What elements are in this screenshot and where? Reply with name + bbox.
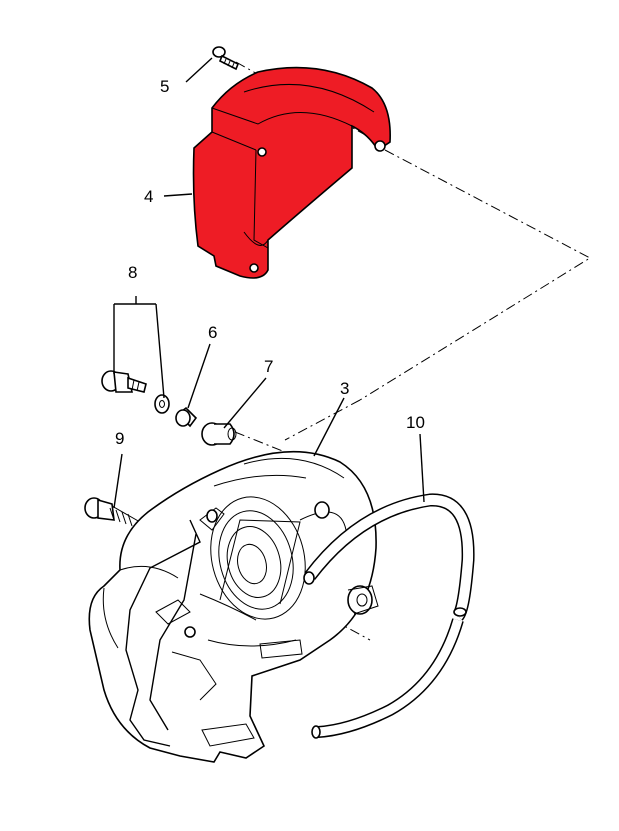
callout-6: 6 <box>208 323 217 342</box>
cover-part-4[interactable] <box>192 66 391 279</box>
callout-3: 3 <box>340 379 349 398</box>
callout-10: 10 <box>406 413 425 432</box>
callout-4: 4 <box>144 187 153 206</box>
screw-part-5[interactable] <box>212 46 240 71</box>
hose-part-10[interactable] <box>303 493 475 739</box>
callout-labels: 5 4 8 6 7 3 9 10 <box>115 77 425 448</box>
bolt-part-8[interactable] <box>101 370 147 393</box>
leader-lines <box>113 57 425 509</box>
bushing-part-6[interactable] <box>175 406 198 428</box>
cover-shape[interactable] <box>192 66 391 279</box>
washer-part-8[interactable] <box>154 394 170 414</box>
callout-5: 5 <box>160 77 169 96</box>
grommet-part-7[interactable] <box>201 422 237 446</box>
callout-7: 7 <box>264 357 273 376</box>
screw-part-9[interactable] <box>84 497 141 527</box>
callout-8: 8 <box>128 263 137 282</box>
callout-9: 9 <box>115 429 124 448</box>
housing-part-3[interactable] <box>88 450 379 763</box>
